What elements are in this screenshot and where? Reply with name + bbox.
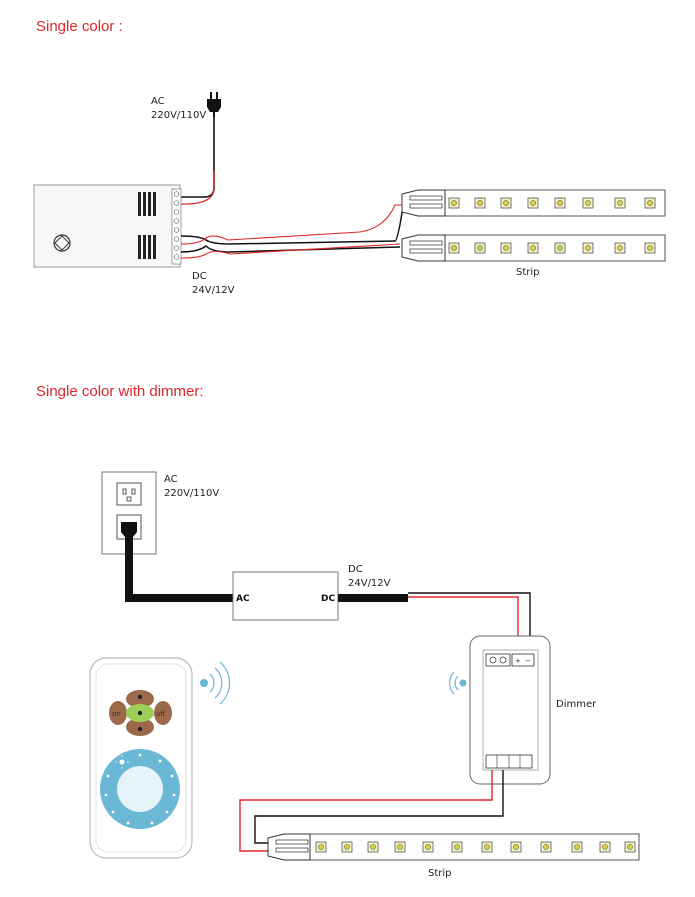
ac-voltage-2: 220V/110V xyxy=(164,488,219,499)
dimmer: + − xyxy=(469,635,551,785)
remote-wheel xyxy=(100,749,180,829)
psu-dc-label: DC xyxy=(321,594,335,604)
remote-off-label: off xyxy=(156,710,165,718)
psu-ac-label: AC xyxy=(236,594,250,604)
dimmer-label: Dimmer xyxy=(556,699,597,710)
ac-voltage: 220V/110V xyxy=(151,110,206,121)
section-title-single-color-dimmer: Single color with dimmer: xyxy=(36,383,204,400)
section-title-single-color: Single color : xyxy=(36,18,123,35)
strip-dimmer xyxy=(267,833,640,861)
power-supply xyxy=(33,184,182,268)
sun-icon xyxy=(115,755,129,769)
dc-label: DC xyxy=(192,271,207,282)
dc-voltage: 24V/12V xyxy=(192,285,235,296)
strip-top xyxy=(401,189,666,217)
ac-label-2: AC xyxy=(164,474,178,485)
remote-on-label: on xyxy=(112,710,121,718)
dc-label-2: DC xyxy=(348,564,363,575)
remote-control: on off xyxy=(89,657,193,859)
remote-signal-icon xyxy=(200,661,230,705)
svg-text:−: − xyxy=(525,657,531,665)
diagram-single-color: AC 220V/110V xyxy=(33,92,666,296)
ac-plug-icon xyxy=(207,92,221,117)
fan-icon xyxy=(53,234,71,252)
strip-label-2: Strip xyxy=(428,868,452,879)
diagram-single-color-dimmer: AC 220V/110V AC DC DC 24V/12V + − xyxy=(89,471,640,879)
strip-label: Strip xyxy=(516,267,540,278)
strip-bottom xyxy=(401,234,666,262)
ac-label: AC xyxy=(151,96,165,107)
svg-text:+: + xyxy=(515,657,521,665)
remote-buttons: on off xyxy=(109,690,172,736)
terminal-block xyxy=(171,188,182,265)
dc-voltage-2: 24V/12V xyxy=(348,578,391,589)
power-supply-2: AC DC xyxy=(232,571,339,621)
wireless-signal-icon xyxy=(449,671,467,695)
